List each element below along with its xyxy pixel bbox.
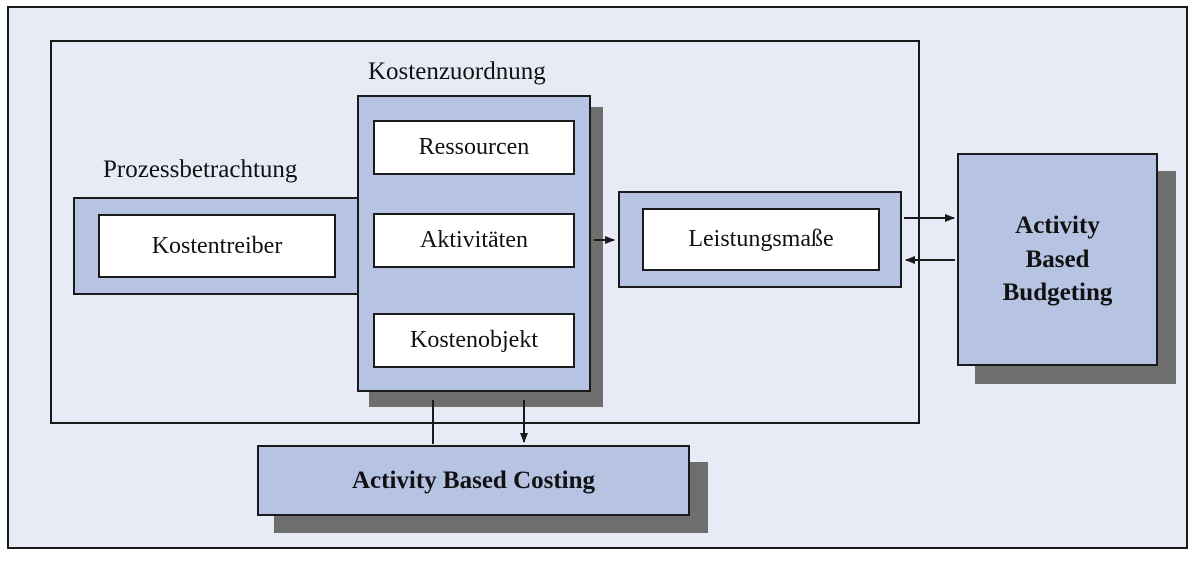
abc-scope-frame [50, 40, 920, 424]
prozessbetrachtung-label: Prozessbetrachtung [103, 156, 298, 183]
leistungsmasse-box: Leistungsmaße [642, 208, 880, 271]
activity-based-costing-label: Activity Based Costing [351, 466, 596, 494]
abb-line-2: Based [1025, 245, 1090, 273]
kostentreiber-box: Kostentreiber [98, 214, 336, 278]
abb-line-3: Budgeting [1002, 279, 1113, 307]
abb-line-1: Activity [1015, 211, 1100, 239]
activity-based-budgeting-label: Activity Based Budgeting [957, 153, 1158, 366]
aktivitaeten-box: Aktivitäten [373, 213, 575, 268]
activity-based-budgeting-box [957, 153, 1158, 366]
kostenzuordnung-label: Kostenzuordnung [368, 58, 546, 85]
activity-based-costing-box [257, 445, 690, 516]
kostenobjekt-box: Kostenobjekt [373, 313, 575, 368]
ressourcen-box: Ressourcen [373, 120, 575, 175]
